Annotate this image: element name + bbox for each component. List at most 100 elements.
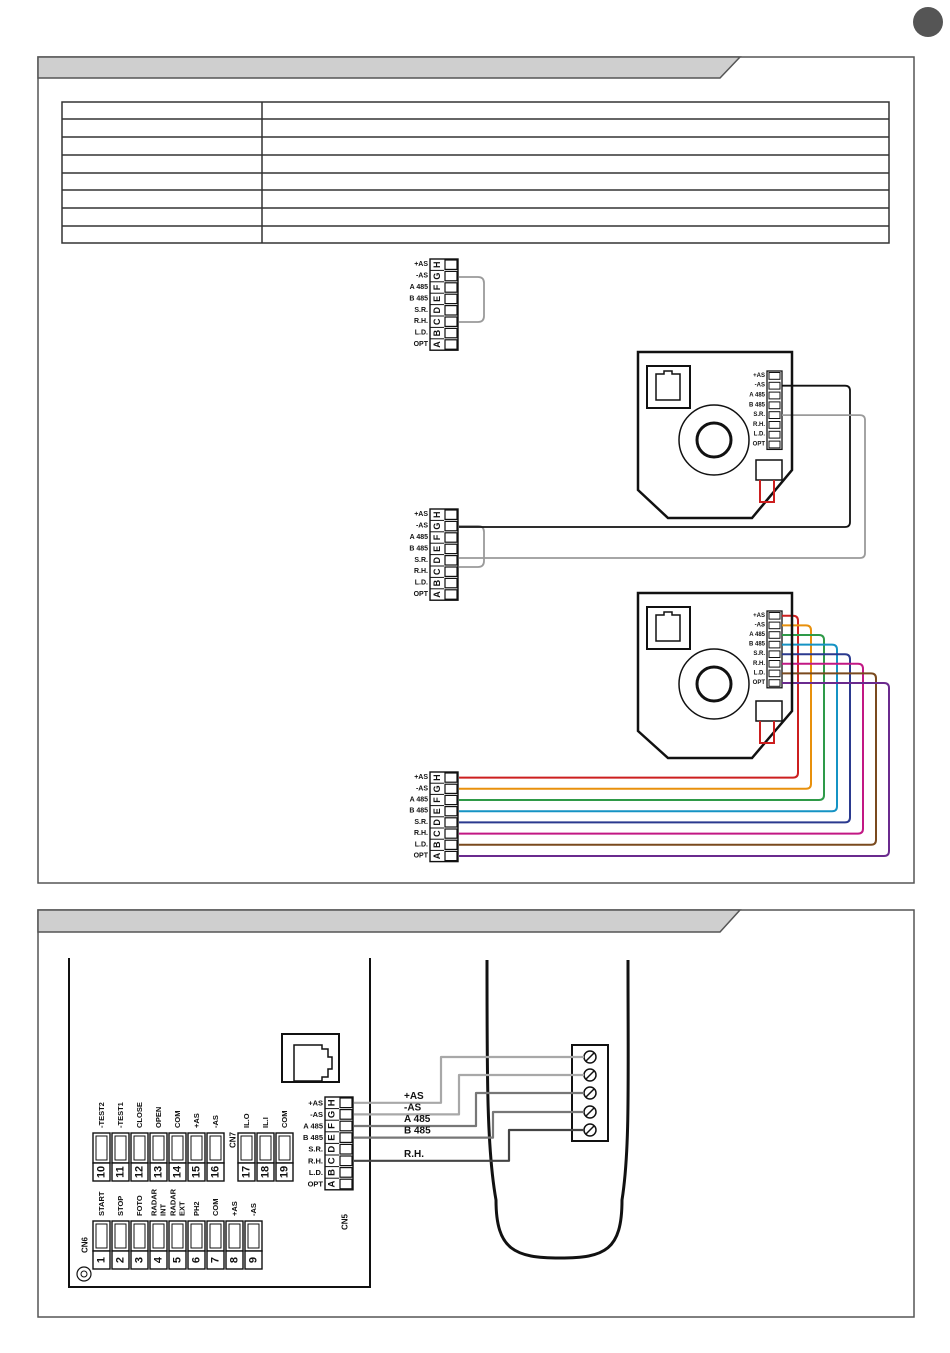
device-pin [768,650,781,659]
terminal-number: 18 [260,1166,272,1178]
terminal-label: CLOSE [135,1102,144,1128]
device-pin [768,640,781,649]
device-pin [768,621,781,630]
terminal-letter: C [432,568,442,575]
panel-1-header-bar [37,56,742,79]
terminal-letter: F [432,797,442,803]
terminal-number: 14 [172,1165,184,1178]
terminal-letter: E [432,296,442,302]
cn7-label: CN7 [229,1131,238,1148]
screw-icon [583,1123,597,1137]
terminal-letter: D [327,1146,338,1153]
terminal-label: COM [211,1199,220,1217]
terminal-label: EXT [178,1201,187,1216]
device-pin-label: A 485 [749,632,765,638]
device-pin-label: -AS [755,622,765,628]
device-pin [768,430,781,439]
device-pin-label: B 485 [749,642,766,648]
cn6-label: CN6 [81,1236,90,1253]
terminal-screw [444,577,458,589]
terminal-letter: A [432,852,442,859]
terminal-letter: G [432,785,442,792]
terminal-label: -TEST2 [97,1102,106,1128]
terminal-label: +AS [414,511,428,518]
terminal-screw [339,1166,353,1178]
terminal-screw [444,270,458,282]
terminal-label: OPT [308,1180,324,1189]
terminal-letter: F [432,284,442,290]
terminal-letter: G [432,523,442,530]
terminal-label: S.R. [414,819,428,826]
device-pin [768,669,781,678]
terminal-label: OPT [414,341,429,348]
terminal-screw [339,1143,353,1155]
panel-2-header-bar [37,909,742,933]
wire--as [459,624,812,790]
terminal-label: L.D. [415,330,428,337]
device-pin-label: B 485 [749,402,766,408]
terminal-letter: A [432,341,442,348]
terminal-screw [339,1132,353,1144]
device-pin [768,612,781,620]
terminal-label: COM [173,1111,182,1129]
terminal-8: 8+AS [225,1201,244,1270]
terminal-label: A 485 [410,284,429,291]
device-pin-label: A 485 [749,393,765,399]
terminal-screw [444,839,458,851]
terminal-screw [444,566,458,577]
terminal-screw [444,293,458,305]
device-pin-label: OPT [753,680,766,686]
terminal-screw [444,532,458,543]
wire-b-485 [354,1110,584,1139]
device-pin [768,679,781,687]
terminal-number: 2 [115,1257,127,1263]
terminal-label: B 485 [409,545,428,552]
device-pin [768,660,781,668]
terminal-letter: G [432,273,442,280]
terminal-label: A 485 [303,1122,323,1131]
terminal-screw [339,1108,353,1120]
device-pin [768,372,781,380]
terminal-screw [339,1178,353,1190]
terminal-screw [444,339,458,350]
sensor-device-2 [636,591,794,760]
wire-s-r- [459,653,851,824]
device-pin [768,440,781,449]
terminal-label: IL.O [242,1113,251,1128]
terminal-label: +AS [230,1201,239,1216]
terminal-letter: C [432,318,442,325]
device-pin [768,631,781,639]
jumper-wire [459,525,485,568]
terminal-number: 19 [279,1166,291,1178]
page-marker-dot [913,7,943,37]
terminal-label: R.H. [414,568,428,575]
terminal-label: OPEN [154,1107,163,1128]
screw-icon [583,1105,597,1119]
wire-b-485 [459,643,838,813]
terminal-label: INT [159,1204,168,1217]
terminal-screw [444,783,458,795]
cn5-label: CN5 [341,1213,350,1230]
wire-sr [459,414,866,559]
terminal-label: B 485 [409,808,428,815]
device-pin-label: L.D. [754,432,766,438]
device-pin-label: R.H. [753,422,765,428]
terminal-number: 12 [134,1166,146,1178]
terminal-label: L.D. [309,1168,323,1177]
terminal-letter: H [327,1099,338,1106]
terminal-label: S.R. [414,557,428,564]
terminal-label: -AS [310,1110,323,1119]
control-board [68,958,371,1288]
terminal-number: 6 [191,1257,203,1263]
